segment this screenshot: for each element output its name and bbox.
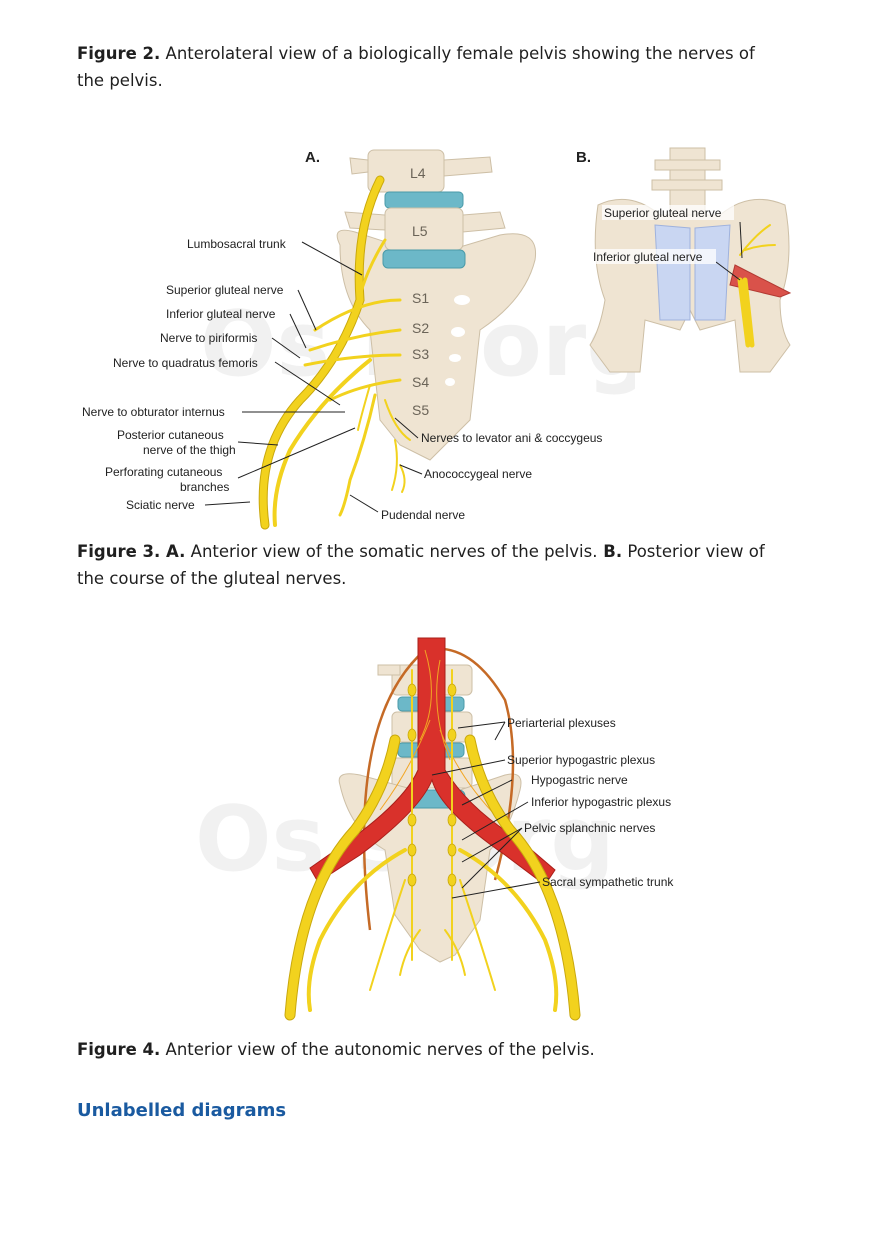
figure-3-a-label: A. bbox=[160, 542, 186, 561]
label-nerve-to-obturator-internus: Nerve to obturator internus bbox=[82, 405, 225, 419]
figure-3-label: Figure 3. bbox=[77, 542, 161, 561]
label-sacral-sympathetic-trunk: Sacral sympathetic trunk bbox=[542, 875, 674, 889]
label-b-inferior-gluteal-nerve: Inferior gluteal nerve bbox=[593, 250, 703, 264]
label-perforating-cutaneous-1: Perforating cutaneous bbox=[105, 465, 222, 479]
figure-3a-diagram: Os is.org L4 L5 S1 S2 S3 S4 S5 bbox=[82, 149, 635, 530]
label-s5: S5 bbox=[412, 402, 429, 418]
figure-2-caption: Figure 2. Anterolateral view of a biolog… bbox=[77, 40, 777, 94]
sciatic-nerve-posterior bbox=[737, 277, 755, 348]
label-l5: L5 bbox=[412, 223, 428, 239]
label-hypogastric-nerve: Hypogastric nerve bbox=[531, 773, 628, 787]
figure-4-caption: Figure 4. Anterior view of the autonomic… bbox=[77, 1040, 595, 1059]
label-perforating-cutaneous-2: branches bbox=[180, 480, 229, 494]
label-s1: S1 bbox=[412, 290, 429, 306]
figure-4-diagram: Os s.org Periarterial pl bbox=[195, 637, 674, 1021]
label-pelvic-splanchnic-nerves: Pelvic splanchnic nerves bbox=[524, 821, 655, 835]
label-pudendal-nerve: Pudendal nerve bbox=[381, 508, 465, 522]
label-s4: S4 bbox=[412, 374, 429, 390]
label-anococcygeal-nerve: Anococcygeal nerve bbox=[424, 467, 532, 481]
periarterial-plexus-loop bbox=[362, 647, 515, 931]
label-posterior-cutaneous-1: Posterior cutaneous bbox=[117, 428, 224, 442]
figure-2-text: Anterolateral view of a biologically fem… bbox=[77, 44, 755, 90]
label-l4: L4 bbox=[410, 165, 426, 181]
piriformis-muscle bbox=[729, 264, 792, 298]
label-superior-hypogastric-plexus: Superior hypogastric plexus bbox=[507, 753, 655, 767]
label-inferior-gluteal-nerve: Inferior gluteal nerve bbox=[166, 307, 276, 321]
figure-3-caption: Figure 3. A. Anterior view of the somati… bbox=[77, 542, 765, 588]
figure-3-b-label: B. bbox=[597, 542, 623, 561]
disc-l5-s1 bbox=[382, 249, 466, 269]
label-posterior-cutaneous-2: nerve of the thigh bbox=[143, 443, 236, 457]
figure-4-label: Figure 4. bbox=[77, 1040, 161, 1059]
sacrotuberous-ligaments bbox=[654, 224, 731, 321]
label-inferior-hypogastric-plexus: Inferior hypogastric plexus bbox=[531, 795, 671, 809]
label-b-superior-gluteal-nerve: Superior gluteal nerve bbox=[604, 206, 722, 220]
aorta-and-iliac-arteries bbox=[309, 637, 556, 886]
disc-l4-l5 bbox=[384, 191, 464, 209]
label-nerve-to-quadratus-femoris: Nerve to quadratus femoris bbox=[113, 356, 258, 370]
figure-3b-diagram: B. Superior gluteal nerve Inferior glute… bbox=[576, 147, 792, 373]
label-periarterial-plexuses: Periarterial plexuses bbox=[507, 716, 616, 730]
label-nerve-to-piriformis: Nerve to piriformis bbox=[160, 331, 257, 345]
label-lumbosacral-trunk: Lumbosacral trunk bbox=[187, 237, 287, 251]
label-sciatic-nerve: Sciatic nerve bbox=[126, 498, 195, 512]
label-s3: S3 bbox=[412, 346, 429, 362]
section-heading-unlabelled-diagrams: Unlabelled diagrams bbox=[77, 1100, 287, 1121]
panel-a-label: A. bbox=[305, 149, 320, 166]
label-nerves-to-levator-ani: Nerves to levator ani & coccygeus bbox=[421, 431, 602, 445]
label-superior-gluteal-nerve: Superior gluteal nerve bbox=[166, 283, 284, 297]
panel-b-label: B. bbox=[576, 149, 591, 166]
label-s2: S2 bbox=[412, 320, 429, 336]
figure-2-label: Figure 2. bbox=[77, 44, 161, 63]
sacral-plexus-nerves bbox=[258, 175, 411, 530]
sacral-nerves bbox=[284, 734, 581, 1021]
